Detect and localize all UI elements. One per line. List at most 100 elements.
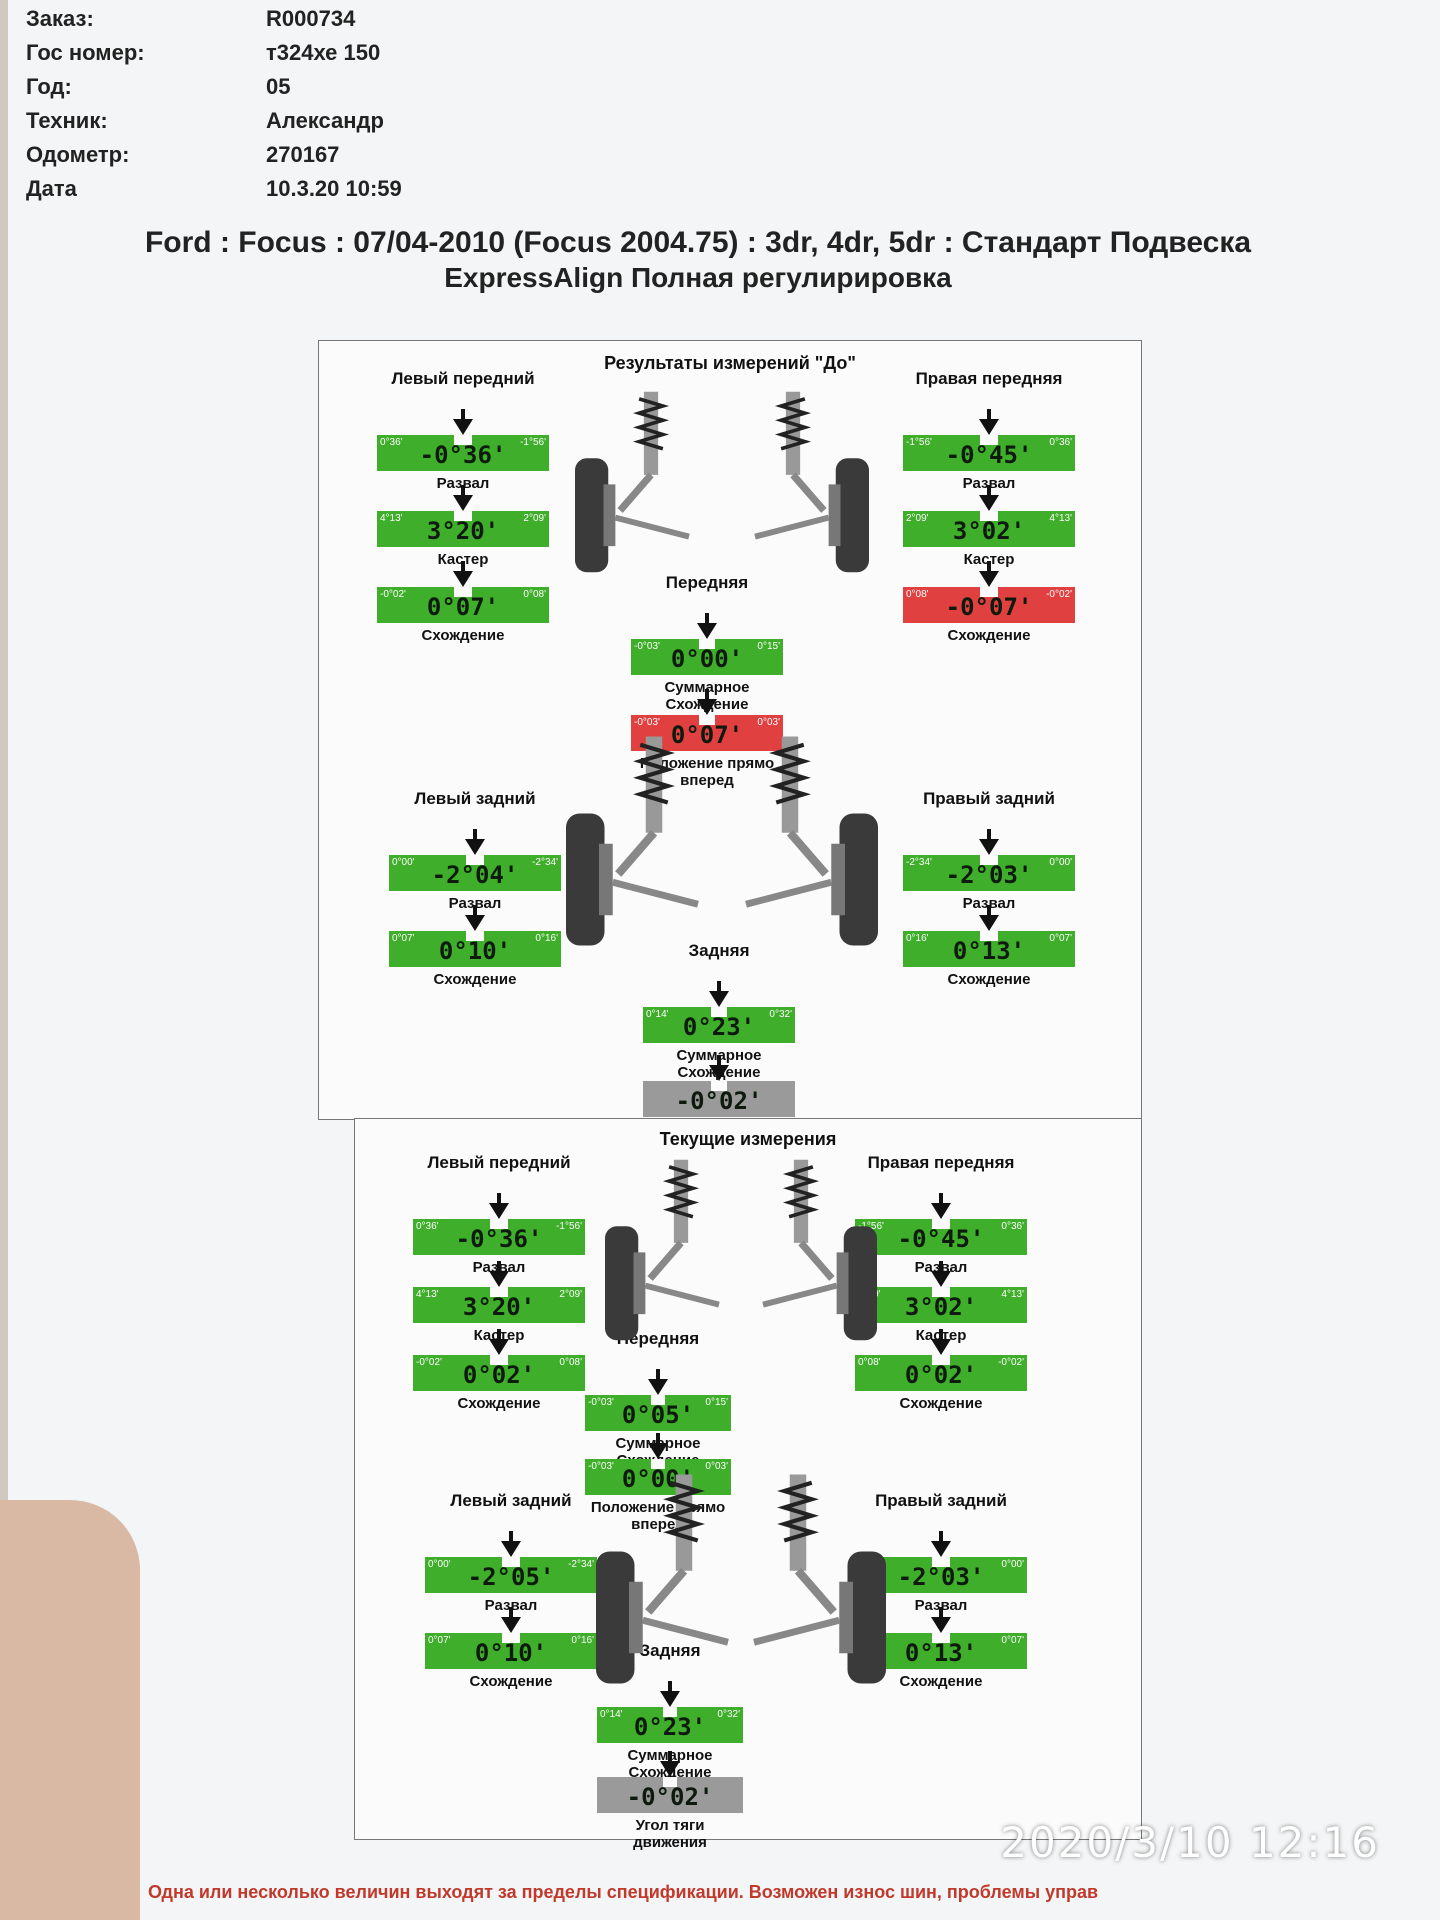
before-rear-right-camber-max-limit: 0°00': [1049, 857, 1072, 868]
current-front-right-camber-min-limit: -1°56': [858, 1221, 884, 1232]
current-front-left-camber-reading: -0°36': [455, 1225, 543, 1253]
pointer-stem: [987, 485, 991, 497]
down-arrow-icon: [453, 571, 473, 587]
before-rear-left-camber-min-limit: 0°00': [392, 857, 415, 868]
down-arrow-icon: [697, 699, 717, 715]
current-rear-right-toe-caption: Схождение: [899, 1673, 983, 1690]
before-front-total-toe-gauge: Передняя-0°03'0°15'0°00'Суммарное Схожде…: [631, 573, 783, 713]
tolerance-notch: [932, 1219, 950, 1229]
tolerance-notch: [650, 1459, 666, 1469]
order-header: Заказ:R000734 Гос номер:т324хе 150 Год:0…: [26, 6, 402, 210]
current-front-right-camber-bar: -1°56'0°36'-0°45': [855, 1219, 1027, 1255]
shock-absorber-icon: [789, 1474, 807, 1571]
date-label: Дата: [26, 176, 77, 201]
tolerance-notch: [699, 639, 715, 649]
pointer-stem: [461, 485, 465, 497]
before-front-left-camber-heading: Левый передний: [391, 369, 535, 388]
before-measurements-panel: Результаты измерений "До" Левый передний…: [318, 340, 1142, 1138]
current-front-total-toe-reading: 0°05': [621, 1401, 695, 1429]
current-thrust-angle-gauge: -0°02' Угол тяги движения: [597, 1737, 743, 1851]
before-rear-right-toe-bar: 0°16'0°07'0°13': [903, 931, 1075, 967]
tolerance-notch: [980, 511, 998, 521]
coil-spring-icon: [662, 1165, 700, 1219]
current-front-right-caster-max-limit: 4°13': [1001, 1289, 1024, 1300]
shock-absorber-icon: [785, 391, 801, 475]
current-front-total-toe-heading: Передняя: [616, 1329, 700, 1348]
before-front-right-caster-bar: 2°09'4°13'3°02': [903, 511, 1075, 547]
current-front-left-caster-gauge: 4°13'2°09'3°20'Кастер: [413, 1247, 585, 1351]
pointer-stem: [939, 1329, 943, 1341]
current-rear-left-toe-max-limit: 0°16': [571, 1635, 594, 1646]
tyre-icon: [839, 813, 878, 946]
pointer-stem: [497, 1329, 501, 1341]
down-arrow-icon: [931, 1203, 951, 1219]
before-steer-ahead-caption: Положение прямо вперед: [639, 755, 775, 789]
down-arrow-icon: [931, 1617, 951, 1633]
current-rear-left-camber-min-limit: 0°00': [428, 1559, 451, 1570]
current-front-right-caster-reading: 3°02': [904, 1293, 978, 1321]
pointer-stem: [939, 1531, 943, 1543]
before-rear-right-toe-max-limit: 0°07': [1049, 933, 1072, 944]
shock-absorber-icon: [673, 1159, 689, 1243]
tolerance-notch: [454, 587, 472, 597]
technician-value: Александр: [266, 108, 384, 133]
before-front-right-caster-reading: 3°02': [952, 517, 1026, 545]
current-thrust-angle-bar: -0°02': [597, 1777, 743, 1813]
before-front-left-toe-bar: -0°02'0°08'0°07': [377, 587, 549, 623]
current-rear-left-camber-caption: Развал: [484, 1597, 538, 1614]
current-front-left-caster-bar: 4°13'2°09'3°20': [413, 1287, 585, 1323]
year-value: 05: [266, 74, 291, 99]
before-front-right-suspension-diagram: [754, 391, 869, 573]
before-steer-ahead-bar: -0°03'0°03'0°07': [631, 715, 783, 751]
tyre-icon: [566, 813, 605, 946]
down-arrow-icon: [979, 571, 999, 587]
tolerance-notch: [502, 1557, 520, 1567]
down-arrow-icon: [453, 419, 473, 435]
before-rear-right-toe-min-limit: 0°16': [906, 933, 929, 944]
tolerance-notch: [490, 1355, 508, 1365]
current-front-left-caster-max-limit: 2°09': [559, 1289, 582, 1300]
down-arrow-icon: [489, 1339, 509, 1355]
down-arrow-icon: [709, 991, 729, 1007]
before-front-total-toe-max-limit: 0°15': [757, 641, 780, 652]
current-front-right-camber-heading: Правая передняя: [867, 1153, 1015, 1172]
current-rear-total-toe-heading: Задняя: [639, 1641, 701, 1660]
before-rear-left-camber-bar: 0°00'-2°34'-2°04': [389, 855, 561, 891]
before-front-right-camber-caption: Развал: [962, 475, 1016, 492]
current-front-left-camber-heading: Левый передний: [427, 1153, 571, 1172]
pointer-stem: [461, 561, 465, 573]
current-front-left-suspension-diagram: [605, 1159, 720, 1341]
tolerance-notch: [932, 1355, 950, 1365]
before-rear-left-camber-caption: Развал: [448, 895, 502, 912]
current-rear-left-toe-caption: Схождение: [469, 1673, 553, 1690]
current-thrust-angle-caption: Угол тяги движения: [633, 1817, 707, 1851]
pointer-stem: [473, 829, 477, 841]
current-front-total-toe-bar: -0°03'0°15'0°05': [585, 1395, 731, 1431]
plate-label: Гос номер:: [26, 40, 145, 65]
before-rear-right-toe-gauge: 0°16'0°07'0°13'Схождение: [903, 891, 1075, 995]
before-front-right-toe-gauge: 0°08'-0°02'-0°07'Схождение: [903, 547, 1075, 651]
current-rear-left-suspension-diagram: [596, 1474, 729, 1684]
tolerance-notch: [980, 855, 998, 865]
current-front-left-toe-min-limit: -0°02': [416, 1357, 442, 1368]
technician-label: Техник:: [26, 108, 108, 133]
before-front-left-camber-min-limit: 0°36': [380, 437, 403, 448]
current-front-right-toe-caption: Схождение: [899, 1395, 983, 1412]
coil-spring-icon: [777, 1480, 819, 1543]
coil-spring-icon: [774, 397, 812, 451]
tolerance-notch: [932, 1633, 950, 1643]
current-steer-ahead-max-limit: 0°03': [705, 1461, 728, 1472]
before-front-right-caster-caption: Кастер: [963, 551, 1015, 568]
down-arrow-icon: [465, 915, 485, 931]
pointer-stem: [461, 409, 465, 421]
current-rear-total-toe-reading: 0°23': [633, 1713, 707, 1741]
before-front-left-camber-reading: -0°36': [419, 441, 507, 469]
before-rear-right-camber-caption: Развал: [962, 895, 1016, 912]
printout-sheet: Заказ:R000734 Гос номер:т324хе 150 Год:0…: [8, 0, 1440, 1920]
tolerance-notch: [662, 1707, 678, 1717]
current-front-left-toe-max-limit: 0°08': [559, 1357, 582, 1368]
before-rear-left-toe-min-limit: 0°07': [392, 933, 415, 944]
pointer-stem: [717, 1055, 721, 1067]
before-front-left-toe-gauge: -0°02'0°08'0°07'Схождение: [377, 547, 549, 651]
